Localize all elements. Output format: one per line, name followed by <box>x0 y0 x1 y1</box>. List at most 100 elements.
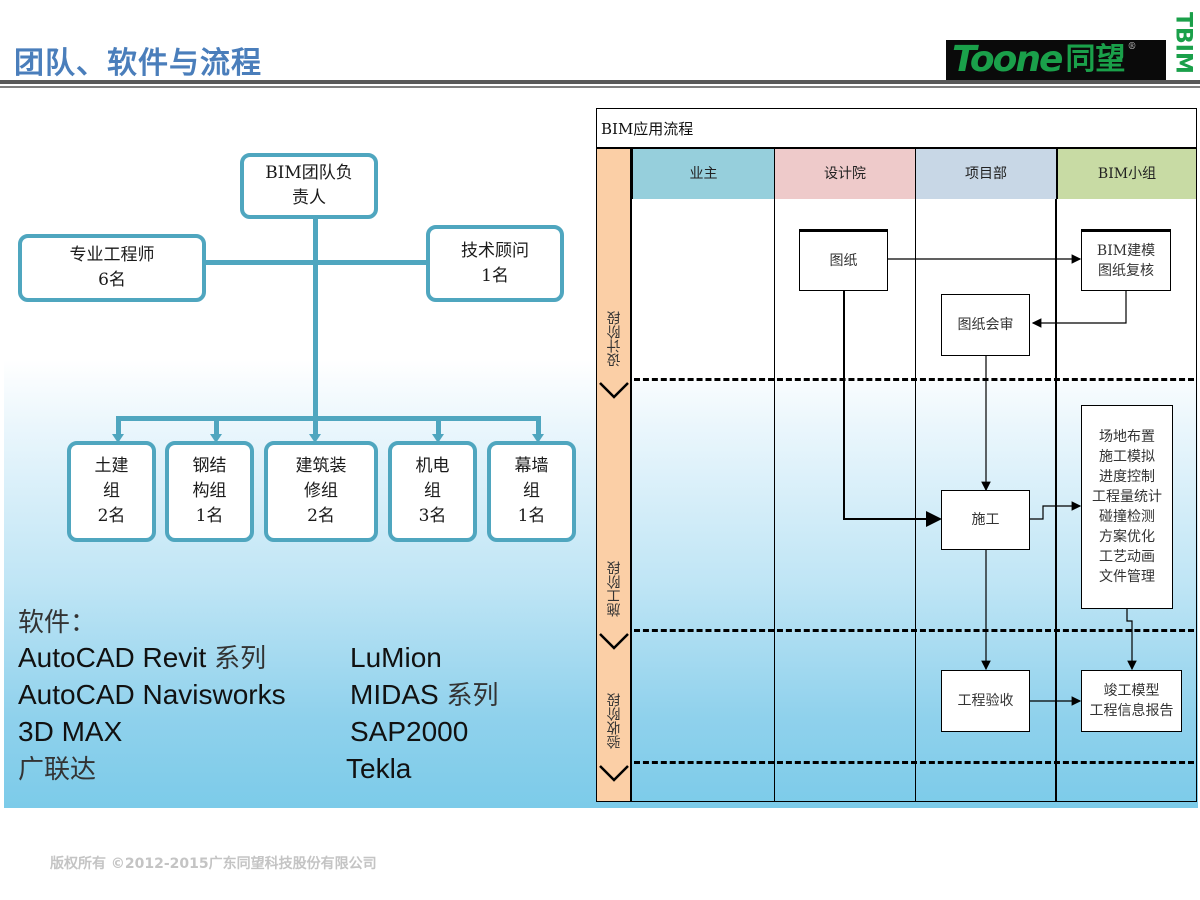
org-connector-drop <box>436 416 441 436</box>
chevron-down-icon <box>599 382 629 399</box>
org-node-text: 责人 <box>292 188 326 208</box>
flow-task-item: 工艺动画 <box>1099 549 1155 565</box>
org-node-text: 3名 <box>418 506 447 526</box>
flow-node-text: 工程验收 <box>957 693 1014 709</box>
arrow-down-icon <box>210 434 222 443</box>
lane-divider <box>774 199 775 801</box>
org-node-text: 2名 <box>97 506 126 526</box>
flow-task-item: 工程量统计 <box>1092 489 1162 505</box>
connector-tasks-to-final <box>1126 609 1137 671</box>
org-connector-branch <box>116 416 541 421</box>
flow-node-text: 图纸 <box>829 253 858 269</box>
lane-header-bim-team: BIM小组 <box>1056 149 1196 199</box>
org-node-text: 机电 <box>415 456 450 476</box>
org-group-decoration: 建筑装 修组 2名 <box>264 441 378 542</box>
software-list-right: LuMion MIDAS 系列 SAP2000 Tekla <box>346 640 499 788</box>
company-logo: Toone 同望 ® <box>946 40 1166 80</box>
header-rule <box>0 80 1200 84</box>
lane-divider <box>915 199 916 801</box>
lane-header-design-institute: 设计院 <box>774 149 915 199</box>
phase-label-acceptance: 验收阶段 <box>606 693 623 749</box>
software-item: Tekla <box>346 753 412 784</box>
arrow-down-icon <box>532 434 544 443</box>
phase-divider <box>634 761 1194 764</box>
flow-task-item: 文件管理 <box>1099 569 1155 585</box>
logo-wordmark: Toone <box>952 39 1063 80</box>
lane-header-project-dept: 项目部 <box>915 149 1056 199</box>
org-connector-drop <box>116 416 121 436</box>
org-node-text: 6名 <box>98 270 126 290</box>
chevron-down-icon <box>599 633 629 650</box>
flow-task-item: 碰撞检测 <box>1099 509 1155 525</box>
phase-column <box>597 149 632 801</box>
arrow-down-icon <box>432 434 444 443</box>
software-heading-text: 软件： <box>18 608 97 638</box>
org-group-curtain-wall: 幕墙 组 1名 <box>487 441 576 542</box>
flow-node-construction: 施工 <box>941 490 1030 550</box>
phase-label-design: 设计阶段 <box>606 311 623 367</box>
org-node-text: 1名 <box>517 506 546 526</box>
lane-header-owner: 业主 <box>632 149 774 199</box>
slide-title: 团队、软件与流程 <box>14 46 262 81</box>
org-node-text: 建筑装 <box>295 456 347 476</box>
software-item: AutoCAD Revit 系列 <box>18 642 267 674</box>
org-connector-side <box>205 260 427 265</box>
flow-node-text: BIM建模 <box>1096 243 1156 259</box>
chevron-down-icon <box>599 765 629 782</box>
header-rule-thin <box>0 86 1200 88</box>
org-connector-drop <box>313 416 318 436</box>
org-group-civil: 土建 组 2名 <box>67 441 156 542</box>
flow-node-final-model: 竣工模型 工程信息报告 <box>1081 670 1182 732</box>
software-item: AutoCAD Navisworks <box>18 679 286 710</box>
org-connector-drop <box>214 416 219 436</box>
org-node-text: 1名 <box>195 506 224 526</box>
brand-vertical-label: TBIM <box>1170 12 1196 74</box>
org-node-engineers: 专业工程师 6名 <box>18 234 206 302</box>
org-node-text: 1名 <box>481 265 509 286</box>
org-connector-drop <box>536 416 541 436</box>
phase-label-construction: 施工阶段 <box>606 561 623 617</box>
org-connector-trunk <box>313 216 318 422</box>
flow-node-text: 图纸复核 <box>1098 263 1154 279</box>
flow-node-bim-tasks: 场地布置 施工模拟 进度控制 工程量统计 碰撞检测 方案优化 工艺动画 文件管理 <box>1081 405 1173 609</box>
org-node-consultant: 技术顾问 1名 <box>426 225 564 302</box>
org-node-text: 技术顾问 <box>461 240 529 261</box>
software-item: LuMion <box>350 642 442 673</box>
flow-task-item: 场地布置 <box>1099 429 1155 445</box>
lane-divider <box>1055 199 1057 801</box>
flowchart-title: BIM应用流程 <box>597 109 1196 149</box>
software-item: SAP2000 <box>350 716 469 747</box>
software-list-left: AutoCAD Revit 系列 AutoCAD Navisworks 3D M… <box>18 640 286 788</box>
org-node-bim-lead: BIM团队负 责人 <box>240 153 378 219</box>
logo-chinese: 同望 <box>1065 42 1126 77</box>
org-node-text: 组 <box>424 481 441 501</box>
flow-node-text: 工程信息报告 <box>1089 703 1174 719</box>
arrow-down-icon <box>112 434 124 443</box>
software-item: 3D MAX <box>18 716 123 747</box>
org-node-text: 2名 <box>307 506 335 526</box>
software-heading: 软件： <box>18 604 96 641</box>
org-group-mep: 机电 组 3名 <box>388 441 477 542</box>
flow-node-acceptance: 工程验收 <box>941 670 1030 732</box>
copyright-footer: 版权所有 ©2012-2015广东同望科技股份有限公司 <box>50 856 377 872</box>
org-node-text: 幕墙 <box>514 456 549 476</box>
org-node-text: 土建 <box>94 456 129 476</box>
phase-divider <box>634 378 1194 381</box>
flow-task-item: 方案优化 <box>1099 529 1155 545</box>
bim-flowchart: BIM应用流程 业主 设计院 项目部 BIM小组 设计阶段 施工阶段 验收阶段 … <box>596 108 1197 802</box>
org-node-text: BIM团队负 <box>265 163 353 183</box>
flow-node-bim-modeling: BIM建模 图纸复核 <box>1081 229 1171 291</box>
org-group-steel: 钢结 构组 1名 <box>165 441 254 542</box>
arrow-down-icon <box>309 434 321 443</box>
flow-node-drawing-review: 图纸会审 <box>941 294 1030 356</box>
registered-mark: ® <box>1127 42 1137 52</box>
software-item: MIDAS 系列 <box>350 679 499 711</box>
org-node-text: 修组 <box>304 481 338 501</box>
flow-node-text: 施工 <box>971 512 1000 528</box>
phase-divider <box>634 629 1194 632</box>
flow-node-text: 竣工模型 <box>1103 683 1160 699</box>
org-node-text: 专业工程师 <box>69 245 155 265</box>
org-node-text: 构组 <box>192 481 227 501</box>
flow-task-item: 施工模拟 <box>1099 449 1155 465</box>
org-node-text: 组 <box>103 481 120 501</box>
